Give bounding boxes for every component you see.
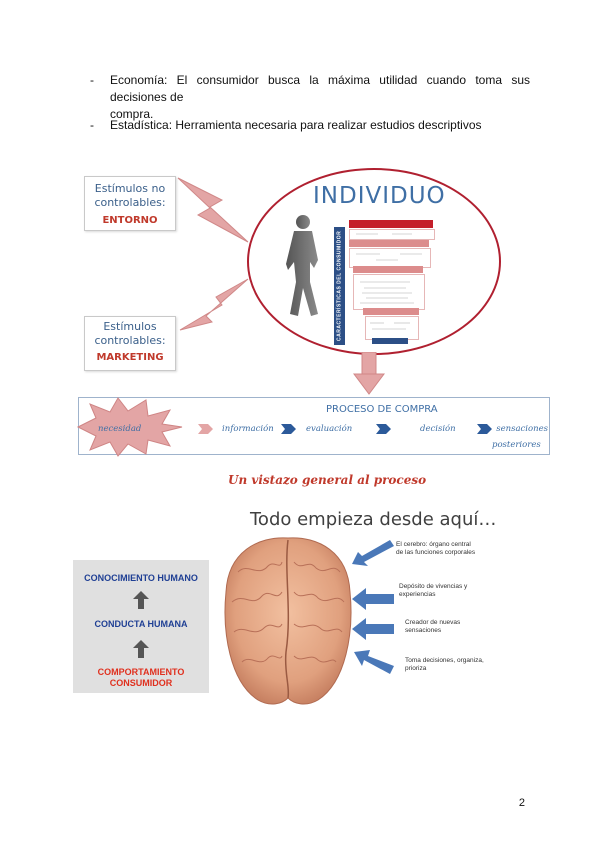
entorno-label: ENTORNO	[102, 215, 158, 226]
process-title: PROCESO DE COMPRA	[326, 404, 438, 415]
brain-label-3: Creador de nuevas sensaciones	[405, 619, 461, 634]
stack-top-label: CONOCIMIENTO HUMANO	[84, 573, 198, 583]
chevron-arrow-3-icon	[376, 424, 391, 434]
stage-header-1	[349, 220, 433, 228]
stimulus-controllable-box: Estímulos controlables: MARKETING	[84, 316, 176, 371]
up-arrow-1-icon	[133, 591, 149, 609]
bullet-estadistica: - Estadística: Herramienta necesaria par…	[90, 117, 530, 134]
marketing-label: MARKETING	[96, 352, 164, 363]
page-number: 2	[518, 797, 525, 809]
consumer-characteristics-sidebar: CARACTERÍSTICAS DEL CONSUMIDOR	[334, 227, 345, 345]
step-decision: decisión	[420, 424, 456, 434]
chevron-arrow-2-icon	[281, 424, 296, 434]
brain-pointer-arrows-icon	[352, 540, 394, 674]
brain-label-1: El cerebro: órgano central de las funcio…	[396, 541, 476, 556]
need-starburst-icon	[76, 397, 183, 457]
stimulus-uncontrollable-box: Estímulos no controlables: ENTORNO	[84, 176, 176, 231]
individuo-title: INDIVIDUO	[313, 183, 446, 209]
brain-label-4: Toma decisiones, organiza, prioriza	[405, 657, 484, 672]
stage-header-4	[363, 308, 419, 315]
stack-middle-label: CONDUCTA HUMANA	[94, 619, 188, 629]
step-evaluacion: evaluación	[306, 424, 353, 434]
down-arrow-icon	[353, 352, 385, 395]
brain-icon	[224, 537, 352, 705]
stage-text-lines	[356, 233, 422, 330]
section-title: Un vistazo general al proceso	[228, 473, 427, 487]
bullet-economia-line1: Economía: El consumidor busca la máxima …	[110, 73, 530, 104]
step-sensaciones: sensaciones	[496, 424, 548, 434]
bullet-economia: - Economía: El consumidor busca la máxim…	[90, 73, 530, 121]
stage-header-3	[353, 266, 423, 273]
bullet-economia-line2: compra.	[110, 107, 154, 121]
step-necesidad: necesidad	[98, 424, 142, 434]
stage-row-4	[365, 316, 419, 340]
stage-footer	[372, 338, 408, 344]
chevron-arrow-4-icon	[477, 424, 492, 434]
bullet-estadistica-line1: Estadística: Herramienta necesaria para …	[110, 118, 482, 132]
stack-bottom-label: COMPORTAMIENTO CONSUMIDOR	[97, 667, 185, 688]
brain-label-2: Depósito de vivencias y experiencias	[399, 583, 468, 598]
step-informacion: información	[222, 424, 274, 434]
human-behavior-stack: CONOCIMIENTO HUMANO CONDUCTA HUMANA COMP…	[73, 560, 209, 693]
stage-row-1	[349, 229, 435, 240]
purchase-process-strip: PROCESO DE COMPRA	[78, 397, 550, 455]
stage-header-2	[349, 240, 429, 247]
chevron-arrow-1-icon	[198, 424, 213, 434]
brain-title: Todo empieza desde aquí…	[250, 509, 497, 530]
up-arrow-2-icon	[133, 640, 149, 658]
person-silhouette-icon	[286, 215, 318, 316]
step-posteriores: posteriores	[492, 440, 541, 450]
lightning-arrows-icon	[177, 177, 249, 331]
